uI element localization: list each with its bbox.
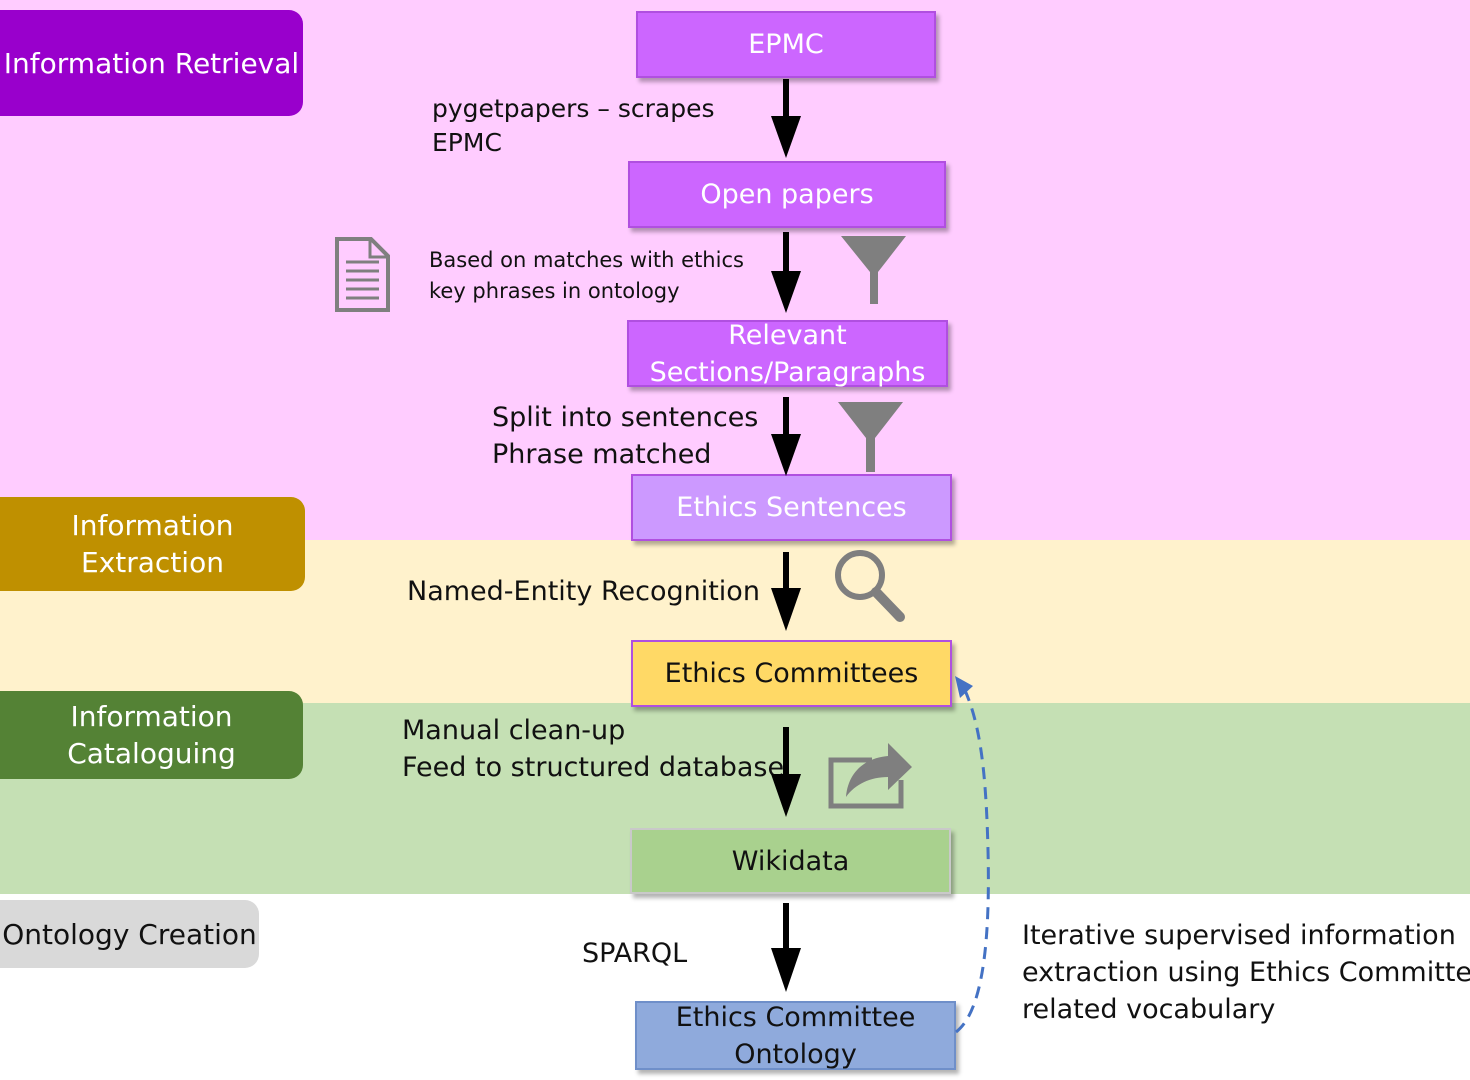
ner-line1: Named-Entity Recognition	[407, 576, 760, 607]
flow-arrow	[771, 903, 801, 992]
matches-line2: key phrases in ontology	[429, 279, 680, 303]
stage-ontology: Ontology Creation	[0, 900, 259, 968]
flow-arrow	[771, 79, 801, 158]
feedback-arrow	[955, 676, 990, 1034]
ontology-box: Ethics Committee Ontology	[635, 1001, 956, 1070]
manual-line2: Feed to structured database	[402, 752, 785, 783]
wikidata-label: Wikidata	[731, 845, 850, 877]
matches-line1: Based on matches with ethics	[429, 248, 744, 272]
pygetpapers-line1: pygetpapers – scrapes	[432, 94, 715, 123]
ontology-label-line1: Ethics Committee	[675, 1001, 916, 1033]
share-icon	[828, 743, 912, 809]
stage-extraction: Information Extraction	[0, 497, 305, 591]
ner-label: Named-Entity Recognition	[407, 573, 760, 610]
manual-line1: Manual clean-up	[402, 715, 626, 746]
stage-cataloguing-label-line1: Information	[70, 700, 233, 733]
matches-label: Based on matches with ethics key phrases…	[429, 245, 744, 307]
epmc-box: EPMC	[636, 11, 936, 78]
ontology-label-line2: Ontology	[734, 1038, 857, 1070]
manual-label: Manual clean-up Feed to structured datab…	[402, 712, 784, 786]
flow-arrow	[771, 397, 801, 476]
stage-retrieval: Information Retrieval	[0, 10, 303, 116]
epmc-label: EPMC	[748, 29, 824, 60]
stage-cataloguing: Information Cataloguing	[0, 691, 303, 779]
ethics-committees-label: Ethics Committees	[664, 658, 919, 689]
relevant-label-line2: Sections/Paragraphs	[649, 356, 926, 388]
feedback-note: Iterative supervised information extract…	[1022, 917, 1470, 1028]
ethics-sentences-label: Ethics Sentences	[676, 492, 907, 523]
funnel-icon	[838, 402, 903, 472]
feedback-note-line3: related vocabulary	[1022, 994, 1276, 1025]
magnifier-icon	[835, 550, 905, 622]
document-icon	[335, 237, 390, 312]
open-papers-box: Open papers	[628, 161, 946, 228]
split-label: Split into sentences Phrase matched	[492, 399, 758, 473]
pygetpapers-line2: EPMC	[432, 128, 502, 157]
feedback-note-line1: Iterative supervised information	[1022, 920, 1456, 951]
relevant-label-line1: Relevant	[728, 319, 847, 351]
wikidata-box: Wikidata	[630, 828, 951, 894]
split-line1: Split into sentences	[492, 402, 759, 433]
split-line2: Phrase matched	[492, 439, 712, 470]
feedback-note-line2: extraction using Ethics Committee-	[1022, 957, 1470, 988]
relevant-sections-box: Relevant Sections/Paragraphs	[627, 319, 948, 388]
open-papers-label: Open papers	[700, 179, 874, 210]
funnel-icon	[841, 236, 906, 304]
stage-ontology-label: Ontology Creation	[2, 917, 257, 951]
flow-arrow	[771, 232, 801, 313]
flow-arrow	[771, 727, 801, 817]
pygetpapers-label: pygetpapers – scrapes EPMC	[432, 92, 715, 160]
sparql-line1: SPARQL	[582, 938, 688, 969]
ethics-sentences-box: Ethics Sentences	[631, 474, 952, 541]
stage-retrieval-label: Information Retrieval	[3, 46, 300, 80]
sparql-label: SPARQL	[582, 935, 687, 972]
ethics-committees-box: Ethics Committees	[631, 640, 952, 707]
stage-cataloguing-label-line2: Cataloguing	[67, 737, 236, 770]
flow-arrow	[771, 552, 801, 631]
stage-extraction-label: Information Extraction	[71, 509, 234, 579]
